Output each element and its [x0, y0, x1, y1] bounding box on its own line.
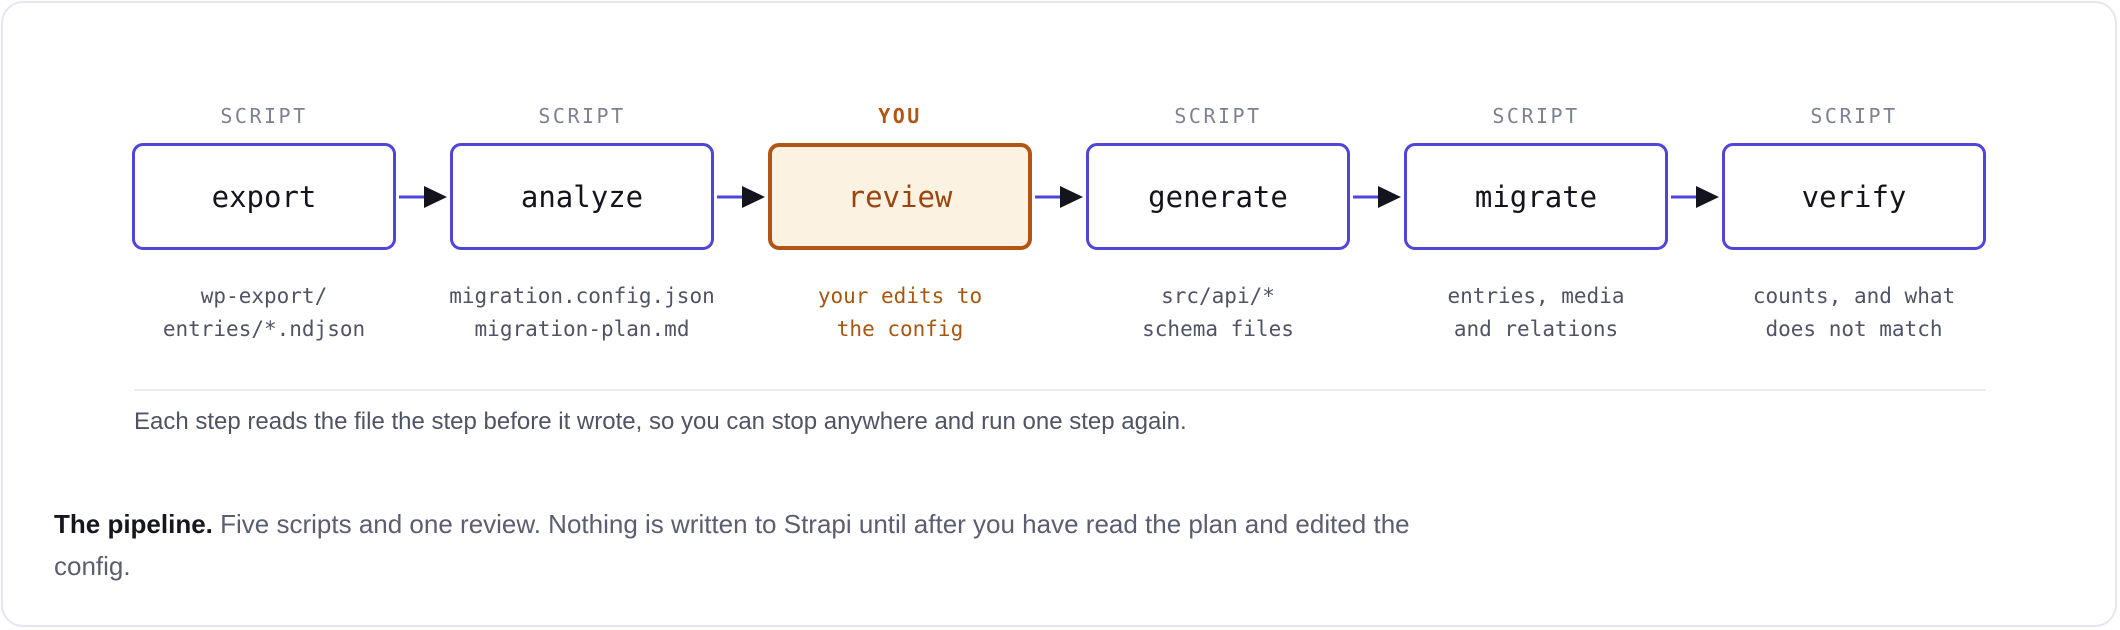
output-line: your edits to: [817, 284, 983, 308]
stage-kicker: SCRIPT: [1810, 104, 1898, 128]
output-line: the config: [836, 317, 964, 341]
output-line: and relations: [1453, 317, 1619, 341]
stage-migrate-box: migrate: [1404, 143, 1668, 250]
divider: [134, 389, 1986, 391]
flow-arrow-icon: [717, 186, 765, 208]
output-line: entries, media: [1447, 284, 1625, 308]
stage-export-box: export: [132, 143, 396, 250]
caption-lead: The pipeline.: [54, 509, 213, 539]
output-line: src/api/*: [1161, 284, 1275, 308]
stage-generate-output: src/api/* schema files: [1068, 280, 1368, 346]
stage-export-output: wp-export/ entries/*.ndjson: [114, 280, 414, 346]
stage-kicker: SCRIPT: [1174, 104, 1262, 128]
stage-analyze-output: migration.config.json migration-plan.md: [432, 280, 732, 346]
output-line: entries/*.ndjson: [162, 317, 366, 341]
output-line: migration.config.json: [449, 284, 715, 308]
stage-generate-box: generate: [1086, 143, 1350, 250]
output-line: counts, and what: [1752, 284, 1956, 308]
stage-migrate-output: entries, media and relations: [1386, 280, 1686, 346]
stage-verify-box: verify: [1722, 143, 1986, 250]
stage-kicker: SCRIPT: [1492, 104, 1580, 128]
stage-kicker: SCRIPT: [538, 104, 626, 128]
stage-review-output: your edits to the config: [750, 280, 1050, 346]
figure-caption: The pipeline. Five scripts and one revie…: [54, 503, 1414, 587]
caption-text: Five scripts and one review. Nothing is …: [54, 509, 1410, 581]
stage-kicker-you: YOU: [878, 104, 922, 128]
flow-arrow-icon: [399, 186, 447, 208]
output-line: wp-export/: [200, 284, 328, 308]
output-line: does not match: [1765, 317, 1943, 341]
pipeline-note: Each step reads the file the step before…: [134, 408, 1187, 435]
stage-kicker: SCRIPT: [220, 104, 308, 128]
stage-verify-output: counts, and what does not match: [1704, 280, 2004, 346]
stage-analyze-box: analyze: [450, 143, 714, 250]
output-line: migration-plan.md: [474, 317, 690, 341]
output-line: schema files: [1142, 317, 1294, 341]
stage-review-box: review: [768, 143, 1032, 250]
flow-arrow-icon: [1353, 186, 1401, 208]
flow-arrow-icon: [1035, 186, 1083, 208]
flow-arrow-icon: [1671, 186, 1719, 208]
